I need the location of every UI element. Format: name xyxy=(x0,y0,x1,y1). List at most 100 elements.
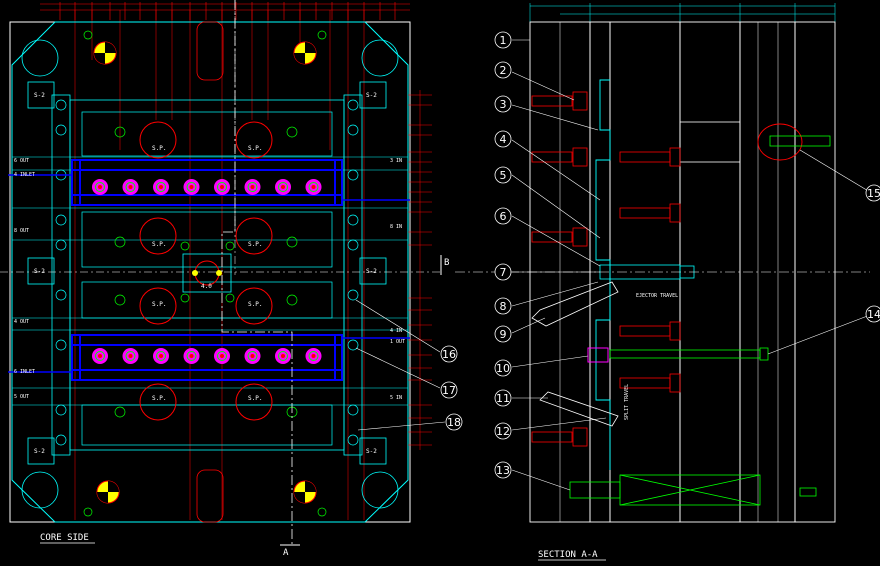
sprue-label: S.P. xyxy=(248,395,262,402)
gate-center xyxy=(189,354,194,358)
section-mark-b: B xyxy=(440,255,449,275)
gate-ring xyxy=(125,182,136,192)
gate-center xyxy=(98,185,102,189)
callout-15: 15 xyxy=(865,184,880,202)
guide-bush-bottom-right xyxy=(293,480,327,517)
section-caption: SECTION A-A xyxy=(538,550,606,561)
section-mark-a: A xyxy=(280,544,300,558)
port-label: 4 IN xyxy=(390,328,402,334)
gate-center xyxy=(250,354,255,358)
core-profile xyxy=(595,79,611,470)
gate-row-upper xyxy=(92,179,322,195)
split-travel-label: SPLIT TRAVEL xyxy=(624,384,630,420)
cooling-band-lower xyxy=(71,334,343,381)
svg-text:10: 10 xyxy=(496,362,510,375)
callout-5: 5 xyxy=(494,166,512,184)
svg-text:8: 8 xyxy=(500,300,507,313)
gate-ring xyxy=(247,351,258,361)
guide-bush-top-left xyxy=(83,30,117,65)
support-bars xyxy=(51,94,363,456)
guide-bush-bottom-left xyxy=(83,480,120,517)
gate-ring xyxy=(278,351,288,361)
callout-11: 11 xyxy=(494,389,512,407)
gate-ring xyxy=(308,351,319,361)
svg-text:4: 4 xyxy=(500,133,507,146)
gate-center xyxy=(220,354,224,358)
gate-ring xyxy=(247,182,258,192)
section-path xyxy=(221,0,293,545)
support-pin-holes xyxy=(55,99,359,446)
sprue-label: S.P. xyxy=(248,301,262,308)
gate-center xyxy=(311,185,316,189)
port-label: 5 OUT xyxy=(14,394,29,400)
svg-text:13: 13 xyxy=(496,464,510,477)
sprue-label: S.P. xyxy=(152,145,166,152)
gate-center xyxy=(128,354,133,358)
port-label: 3 IN xyxy=(390,158,402,164)
gate-ring xyxy=(95,351,105,361)
callout-8: 8 xyxy=(494,297,512,315)
svg-text:11: 11 xyxy=(496,392,510,405)
section-mark-b-label: B xyxy=(444,258,449,268)
gate-ring xyxy=(125,351,136,361)
svg-text:7: 7 xyxy=(500,266,507,279)
port-label: 8 IN xyxy=(390,224,402,230)
top-dimension-lines xyxy=(40,2,410,20)
gate-center xyxy=(281,185,285,189)
callout-9: 9 xyxy=(494,325,512,343)
left-port-labels: 6 OUT 4 INLET 8 OUT 4 OUT 6 INLET 5 OUT xyxy=(14,158,35,400)
guide-bush-top-right xyxy=(293,30,327,65)
corner-pin-label: S-2 xyxy=(34,268,45,275)
section-title: SECTION A-A xyxy=(538,550,598,560)
ejector-pins xyxy=(114,126,298,418)
sprue-label: S.P. xyxy=(152,395,166,402)
gate-center xyxy=(189,185,194,189)
svg-text:1: 1 xyxy=(500,34,507,47)
gate-center xyxy=(250,185,255,189)
center-block-label: 4.0 xyxy=(201,283,212,290)
gate-ring xyxy=(217,351,227,361)
section-top-dimensions xyxy=(529,3,836,22)
callout-10: 10 xyxy=(494,359,512,377)
gate-center xyxy=(128,185,133,189)
gate-ring xyxy=(186,351,197,361)
callout-2: 2 xyxy=(494,61,512,79)
return-pin xyxy=(799,487,817,497)
svg-text:18: 18 xyxy=(447,416,461,429)
callout-1: 1 xyxy=(494,31,512,49)
gate-ring xyxy=(278,182,288,192)
core-side-caption: CORE SIDE xyxy=(40,533,95,544)
gate-ring xyxy=(217,182,227,192)
port-label: 8 OUT xyxy=(14,228,29,234)
callout-4: 4 xyxy=(494,130,512,148)
cap-screws xyxy=(531,91,681,447)
svg-text:17: 17 xyxy=(442,384,456,397)
corner-pin-label: S-2 xyxy=(366,448,377,455)
gate-ring xyxy=(95,182,105,192)
corner-pin-labels: S-2 S-2 S-2 S-2 S-2 S-2 xyxy=(34,92,377,455)
gate-center xyxy=(159,185,163,189)
svg-text:15: 15 xyxy=(867,187,880,200)
corner-pin-label: S-2 xyxy=(366,268,377,275)
sprue-label: S.P. xyxy=(248,241,262,248)
mould-plate-outline xyxy=(11,21,409,523)
section-view: EJECTOR TRAVEL SPLIT TRAVEL xyxy=(455,3,880,561)
sprue-labels: S.P. S.P. S.P. S.P. S.P. S.P. S.P. S.P. xyxy=(152,145,262,402)
gate-center xyxy=(159,354,163,358)
center-block: 4.0 xyxy=(182,253,232,293)
callout-3: 3 xyxy=(494,95,512,113)
ejector-rod xyxy=(609,347,769,361)
section-leaders xyxy=(511,39,871,491)
sprue-label: S.P. xyxy=(248,145,262,152)
corner-pin-label: S-2 xyxy=(34,448,45,455)
cavity-inserts xyxy=(81,111,333,446)
gate-center xyxy=(281,354,285,358)
core-side-title: CORE SIDE xyxy=(40,533,89,543)
svg-text:9: 9 xyxy=(500,328,507,341)
svg-text:5: 5 xyxy=(500,169,507,182)
vertical-projection-lines xyxy=(74,10,365,520)
corner-bosses xyxy=(21,39,399,509)
guide-pillar xyxy=(569,474,761,506)
sprue-label: S.P. xyxy=(152,241,166,248)
